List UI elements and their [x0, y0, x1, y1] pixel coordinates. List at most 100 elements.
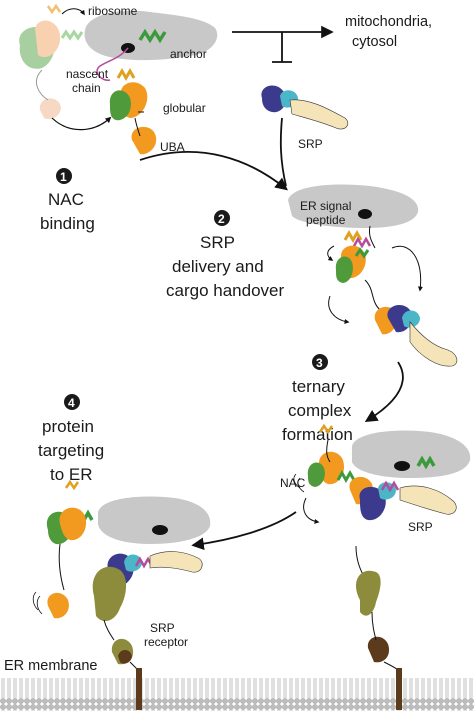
uba-domain-1 [131, 126, 157, 155]
step3-number: 3 [316, 356, 323, 370]
nac-helix-3 [318, 423, 334, 435]
motion-arrow-up [61, 8, 85, 16]
faded-linker [36, 69, 49, 101]
membrane-bilayer [0, 678, 474, 711]
step4-line1: protein [42, 417, 94, 436]
step4-number: 4 [68, 396, 75, 410]
uba-domain-4 [47, 592, 69, 619]
motion-arrow-2b [328, 295, 350, 324]
ribosome-4 [98, 496, 211, 544]
free-receptor-tm-front [396, 668, 402, 710]
motion-arrow-2a [391, 245, 423, 292]
faded-uba [39, 98, 61, 120]
label-er-signal: ER signal [300, 199, 351, 213]
receptor-olive-4 [92, 566, 127, 622]
er-membrane: ER membrane [0, 658, 474, 711]
step3-line1: ternary [292, 377, 345, 396]
step1-illustration: ribosome anchor nascent chain globular U… [19, 3, 218, 155]
step2-label: 2 SRP delivery and cargo handover [166, 210, 284, 300]
free-receptor-linker [371, 611, 377, 641]
srp-cyan-4 [124, 554, 142, 572]
label-uba: UBA [160, 140, 185, 154]
signal-peptide-3 [380, 480, 400, 493]
step3-line3: formation [282, 425, 353, 444]
step1-label: 1 NAC binding [40, 168, 95, 233]
label-srp-top: SRP [298, 137, 323, 151]
wiggle-4b [36, 595, 43, 615]
free-srp: SRP [261, 85, 349, 151]
step4-illustration: SRP receptor [32, 479, 211, 710]
srp-navy-3 [359, 486, 386, 521]
nac-helix-1 [116, 67, 136, 82]
step2-line3: cargo handover [166, 281, 284, 300]
step4-label: 4 protein targeting to ER [38, 394, 104, 484]
ribosome-tunnel-2 [358, 209, 372, 219]
arrow-srp-join [279, 117, 287, 187]
label-chain: chain [72, 81, 101, 95]
binding-arrow [51, 116, 112, 131]
label-peptide: peptide [306, 213, 346, 227]
ribosome-2 [288, 184, 419, 228]
motion-arrow-3b [303, 497, 320, 524]
signal-peptide-4 [134, 556, 154, 569]
label-srp-receptor-1: SRP [150, 621, 175, 635]
anchor-helix-2 [354, 247, 370, 259]
step3-label: 3 ternary complex formation [282, 354, 353, 444]
step4-badge [64, 394, 80, 410]
uba-linker-4 [58, 543, 65, 591]
ribosome-tunnel-3 [394, 461, 410, 471]
step1-line1: NAC [48, 190, 84, 209]
nascent-chain-2 [369, 225, 376, 249]
signal-peptide-2 [352, 236, 372, 249]
srp-rna-3 [399, 485, 457, 515]
step4-line2: targeting [38, 441, 104, 460]
anchor-helix-3 [416, 455, 436, 470]
receptor-linker-4 [103, 619, 115, 641]
step2-line1: SRP [200, 233, 235, 252]
free-receptor-tm-linker [383, 661, 399, 671]
step3-badge [312, 354, 328, 370]
faded-helix [60, 29, 84, 41]
step3-illustration: NAC SRP [280, 423, 471, 710]
step2-number: 2 [218, 212, 225, 226]
step1-number: 1 [60, 170, 67, 184]
srp-rna-2 [409, 321, 458, 367]
nac-helix-2 [343, 229, 363, 244]
step1-badge [56, 168, 72, 184]
wiggle-3b [297, 477, 305, 493]
wiggle-4a [32, 591, 39, 611]
ribosome-3 [352, 430, 471, 478]
faded-n-helix [46, 3, 62, 15]
nac-orange-3 [318, 451, 345, 485]
nac-green-3 [307, 462, 325, 487]
nac-green-2 [335, 256, 353, 283]
label-cytosol: cytosol [352, 34, 397, 50]
step4-line3: to ER [50, 465, 93, 484]
step1-line2: binding [40, 214, 95, 233]
arrow-step1-to-step2 [139, 151, 288, 191]
step3-line2: complex [288, 401, 352, 420]
nac-green-1 [109, 90, 131, 121]
arrow-step2-to-step3 [364, 361, 404, 423]
arrow-step3-to-step4 [191, 511, 297, 550]
ribosome-tunnel-4 [152, 525, 168, 535]
receptor-brown-4 [118, 650, 132, 664]
label-srp-receptor-2: receptor [144, 635, 188, 649]
faded-nac-orange [35, 20, 61, 58]
uba-linker-1 [134, 117, 141, 137]
srp-rna-top [289, 99, 349, 130]
srp-navy-top [261, 85, 287, 113]
step2-line2: delivery and [172, 257, 264, 276]
label-er-membrane: ER membrane [4, 658, 97, 674]
srp-cyan-2 [402, 310, 420, 328]
free-receptor-olive [355, 570, 381, 616]
receptor-tm-4-front [136, 668, 142, 710]
step2-badge [214, 210, 230, 226]
ribosome-tunnel-1 [121, 43, 135, 53]
label-mito: mitochondria, [345, 14, 432, 30]
uba-linker-2 [364, 279, 381, 311]
srp-rna-4 [149, 551, 203, 573]
label-nascent: nascent [66, 67, 109, 81]
